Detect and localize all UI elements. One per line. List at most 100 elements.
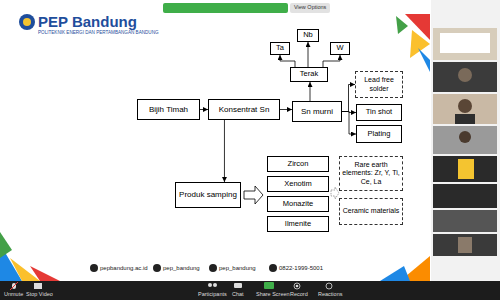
video-tile <box>433 94 497 124</box>
flow-arrow <box>200 109 208 110</box>
flow-arrow <box>342 112 356 135</box>
node-text: W <box>336 44 343 53</box>
video-thumb <box>458 237 472 253</box>
node-text: Ilmenite <box>285 220 311 229</box>
node-text: Tin shot <box>366 108 392 117</box>
deco-triangle <box>396 16 408 34</box>
video-tile <box>433 156 497 182</box>
viewing-banner <box>163 3 288 13</box>
element-box: W <box>330 42 350 55</box>
flow-arrow <box>310 82 311 101</box>
participants-icon <box>208 283 212 287</box>
node-text: Nb <box>303 31 313 40</box>
logo-text: PEP Bandung <box>38 14 137 29</box>
video-tile <box>433 234 497 256</box>
flow-arrow <box>308 42 309 67</box>
logo-emblem <box>23 18 31 26</box>
node-text: Rare earth elements: Zr, Y, Ti, Ce, La <box>342 161 400 185</box>
person-head <box>458 68 472 82</box>
mineral-box: Ilmenite <box>267 216 329 232</box>
record-icon <box>296 285 299 288</box>
mute-slash <box>10 282 18 290</box>
whatsapp-icon <box>269 264 277 272</box>
logo-tagline: POLITEKNIK ENERGI DAN PERTAMBANGAN BANDU… <box>38 31 159 36</box>
toolbar-label: Stop Video <box>26 292 53 298</box>
view-options-text: View Options <box>294 5 326 11</box>
process-box: Bijih Timah <box>137 99 200 120</box>
process-box: Produk samping <box>175 182 241 208</box>
deco-triangle <box>0 232 12 258</box>
view-options-button <box>290 3 330 13</box>
toolbar-label: Record <box>290 292 308 298</box>
node-text: Bijih Timah <box>149 105 188 114</box>
video-tile <box>433 184 497 208</box>
hollow-arrow <box>244 186 263 204</box>
web-icon <box>90 264 98 272</box>
flow-arrow <box>342 85 355 112</box>
toolbar-label: Unmute <box>4 292 23 298</box>
node-text: Xenotim <box>284 180 312 189</box>
video-panel <box>431 0 500 281</box>
product-box: Rare earth elements: Zr, Y, Ti, Ce, La <box>339 156 403 191</box>
mineral-box: Xenotim <box>267 176 329 192</box>
video-tile <box>433 62 497 92</box>
flow-arrow <box>323 55 340 67</box>
process-box: Terak <box>290 67 328 82</box>
flow-arrow <box>224 120 225 182</box>
node-text: Plating <box>368 130 391 139</box>
toolbar-label: Chat <box>232 292 244 298</box>
dashed-arrow <box>331 187 339 199</box>
node-text: Terak <box>300 70 318 79</box>
element-box: Ta <box>270 42 290 55</box>
person-head <box>458 99 472 113</box>
mineral-box: Monazite <box>267 196 329 212</box>
footer-contact: 0822-1999-5001 <box>279 265 323 271</box>
toolbar-label: Participants <box>198 292 227 298</box>
footer-contact: pep_bandung <box>219 265 256 271</box>
logo-tile <box>458 159 474 179</box>
process-box: Konsentrat Sn <box>208 99 280 120</box>
node-text: Ceramic materials <box>343 207 399 215</box>
node-text: Monazite <box>283 200 313 209</box>
node-text: Zircon <box>288 160 309 169</box>
youtube-icon <box>209 264 217 272</box>
flow-arrow <box>280 55 295 67</box>
logo-emblem <box>19 14 35 30</box>
deco-triangle <box>30 266 60 281</box>
product-box: Plating <box>356 125 402 143</box>
record-icon <box>294 283 300 289</box>
node-text: Produk samping <box>179 190 237 199</box>
toolbar-label: Reactions <box>318 292 342 298</box>
footer-contact: pep_bandung <box>163 265 200 271</box>
video-tile <box>433 126 497 154</box>
flow-arrow <box>280 109 292 110</box>
node-text: Sn murni <box>301 107 333 116</box>
person-body <box>455 114 475 124</box>
zoom-toolbar <box>0 281 500 300</box>
share-icon <box>264 282 274 289</box>
deco-triangle <box>380 266 410 281</box>
reactions-icon <box>326 283 332 289</box>
node-text: Lead free solder <box>358 76 400 92</box>
camera-icon <box>34 283 42 289</box>
node-text: Konsentrat Sn <box>219 105 270 114</box>
video-tile <box>433 210 497 232</box>
footer-contact: pepbandung.ac.id <box>100 265 148 271</box>
product-box: Tin shot <box>356 104 402 121</box>
video-tile <box>440 33 490 53</box>
deco-triangle <box>410 30 430 58</box>
element-box: Nb <box>297 29 319 42</box>
participants-icon <box>213 283 217 287</box>
person-head <box>459 131 471 143</box>
process-box: Sn murni <box>292 101 342 122</box>
chat-icon <box>234 283 242 288</box>
video-tile <box>433 28 497 60</box>
product-box: Lead free solder <box>355 71 403 98</box>
instagram-icon <box>153 264 161 272</box>
toolbar-label: Share Screen <box>256 292 290 298</box>
node-text: Ta <box>276 44 284 53</box>
product-box: Ceramic materials <box>339 198 403 225</box>
mineral-box: Zircon <box>267 156 329 172</box>
